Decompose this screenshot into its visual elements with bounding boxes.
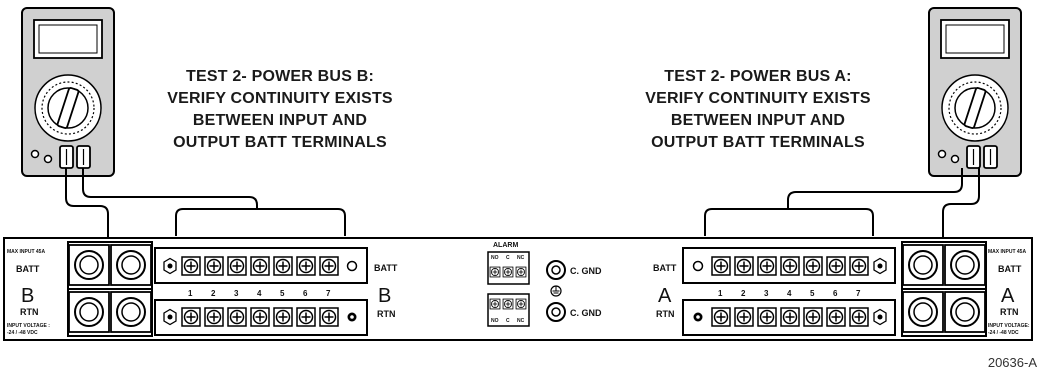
voltage-range-label: -24 / -48 VDC (988, 330, 1019, 336)
position-4: 4 (787, 289, 792, 298)
batt-label: BATT (998, 264, 1022, 274)
position-5: 5 (810, 289, 815, 298)
position-4: 4 (257, 289, 262, 298)
caption-line: BETWEEN INPUT AND (670, 112, 846, 129)
input-voltage-label: INPUT VOLTAGE: (988, 323, 1030, 329)
rtn-label: RTN (656, 309, 675, 319)
caption-line: TEST 2- POWER BUS B: (185, 68, 374, 85)
alarm-contact-no: NO (491, 318, 499, 324)
bus-letter: A (1001, 285, 1015, 307)
probe-leads (65, 168, 980, 262)
ground-label-top: C. GND (570, 266, 602, 276)
bus-letter: A (658, 285, 672, 307)
max-input-label: MAX INPUT 45A (7, 249, 45, 255)
position-5: 5 (280, 289, 285, 298)
input-terminal-bus-b: MAX INPUT 45A BATT B RTN INPUT VOLTAGE :… (7, 241, 153, 337)
batt-label: BATT (374, 263, 398, 273)
alarm-contact-nc: NC (517, 255, 525, 261)
batt-label: BATT (16, 264, 40, 274)
rtn-label: RTN (377, 309, 396, 319)
output-terminal-bus-a: 1 2 3 4 5 6 7 BATT A RTN (653, 247, 896, 336)
caption-line: BETWEEN INPUT AND (192, 112, 368, 129)
caption-bus-b: TEST 2- POWER BUS B: VERIFY CONTINUITY E… (155, 66, 405, 154)
multimeter-bus-b (21, 7, 115, 177)
alarm-terminal: ALARM NO C NC NO C NC (487, 242, 530, 327)
input-terminal-bus-a: MAX INPUT 45A BATT A RTN INPUT VOLTAGE: … (901, 241, 1030, 337)
caption-bus-a: TEST 2- POWER BUS A: VERIFY CONTINUITY E… (633, 66, 883, 154)
alarm-contact-no: NO (491, 255, 499, 261)
bus-letter: B (21, 285, 34, 307)
position-2: 2 (741, 289, 746, 298)
caption-line: VERIFY CONTINUITY EXISTS (645, 90, 871, 107)
input-voltage-label: INPUT VOLTAGE : (7, 323, 50, 329)
ground-label-bottom: C. GND (570, 308, 602, 318)
caption-line: TEST 2- POWER BUS A: (664, 68, 852, 85)
position-1: 1 (188, 289, 193, 298)
position-3: 3 (234, 289, 239, 298)
multimeter-bus-a (928, 7, 1022, 177)
alarm-contact-c: C (506, 255, 510, 261)
voltage-range-label: -24 / -48 VDC (7, 330, 38, 336)
position-1: 1 (718, 289, 723, 298)
rtn-label: RTN (1000, 307, 1019, 317)
batt-label: BATT (653, 263, 677, 273)
caption-line: OUTPUT BATT TERMINALS (651, 134, 865, 151)
position-6: 6 (303, 289, 308, 298)
chassis-ground: C. GND C. GND (546, 260, 602, 322)
rtn-label: RTN (20, 307, 39, 317)
max-input-label: MAX INPUT 45A (988, 249, 1026, 255)
caption-line: OUTPUT BATT TERMINALS (173, 134, 387, 151)
position-2: 2 (211, 289, 216, 298)
caption-line: VERIFY CONTINUITY EXISTS (167, 90, 393, 107)
position-7: 7 (326, 289, 331, 298)
position-3: 3 (764, 289, 769, 298)
position-7: 7 (856, 289, 861, 298)
alarm-contact-nc: NC (517, 318, 525, 324)
ground-symbol-icon (550, 285, 562, 297)
position-6: 6 (833, 289, 838, 298)
output-brackets (175, 208, 874, 236)
alarm-contact-c: C (506, 318, 510, 324)
alarm-label: ALARM (493, 242, 518, 249)
bus-letter: B (378, 285, 391, 307)
figure-id: 20636-A (987, 355, 1037, 370)
output-terminal-bus-b: 1 2 3 4 5 6 7 BATT B RTN (154, 247, 398, 336)
